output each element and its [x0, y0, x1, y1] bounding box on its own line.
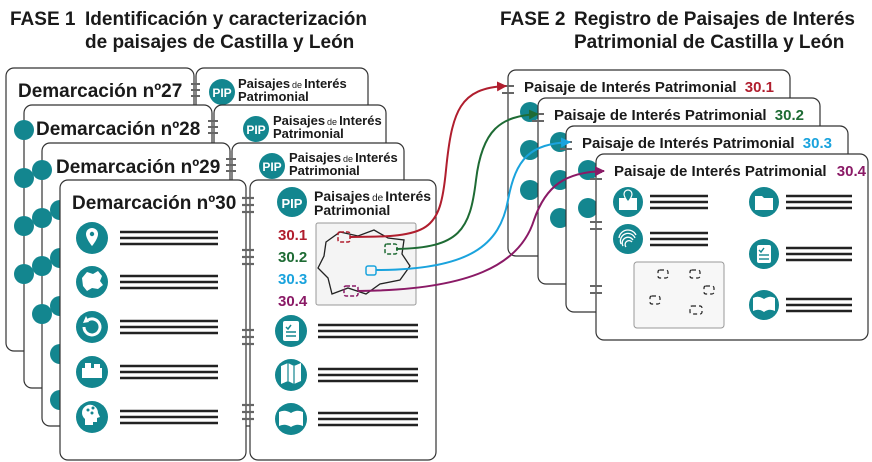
- demarcation-title: Demarcación nº30: [72, 193, 236, 214]
- head-network-icon: [76, 401, 108, 433]
- pip-badge: PIP: [212, 86, 231, 100]
- svg-text:Paisaje de Interés Patrimonial: Paisaje de Interés Patrimonial 30.1: [524, 79, 774, 96]
- svg-text:Patrimonial: Patrimonial: [289, 163, 360, 178]
- svg-text:Paisaje de Interés Patrimonial: Paisaje de Interés Patrimonial 30.2: [554, 107, 804, 124]
- svg-text:PIP: PIP: [262, 160, 281, 174]
- location-pin-icon: [76, 222, 108, 254]
- phase1-title-line1: Identificación y caracterización: [85, 9, 367, 30]
- registry-id: 30.1: [745, 79, 774, 96]
- pip-badge: PIP: [282, 196, 303, 211]
- phase2-heading: FASE 2 Registro de Paisajes de Interés P…: [500, 9, 855, 53]
- map-pin-icon: [613, 187, 643, 217]
- demarcation-map: [315, 222, 417, 306]
- registry-title: Paisaje de Interés Patrimonial: [524, 79, 737, 96]
- fingerprint-icon: [613, 224, 643, 254]
- phase2-label: FASE 2: [500, 9, 565, 30]
- registry-id: 30.2: [775, 107, 804, 124]
- folder-icon: [749, 187, 779, 217]
- phase1-title-line2: de paisajes de Castilla y León: [85, 32, 354, 53]
- text-lines: [120, 230, 218, 425]
- svg-text:Patrimonial: Patrimonial: [314, 202, 390, 218]
- connection-arrows: [349, 81, 605, 292]
- spiral-binding: [191, 83, 200, 97]
- circular-arrow-icon: [76, 311, 108, 343]
- spiral-binding: [208, 120, 218, 134]
- open-book-icon: [749, 290, 779, 320]
- svg-text:Paisaje de Interés Patrimonial: Paisaje de Interés Patrimonial 30.3: [582, 135, 832, 152]
- registry-id: 30.3: [803, 135, 832, 152]
- checklist-icon: [275, 315, 307, 347]
- registry-title: Paisaje de Interés Patrimonial: [582, 135, 795, 152]
- phase2-title-line2: Patrimonial de Castilla y León: [574, 32, 844, 53]
- phase1-label: FASE 1: [10, 9, 76, 30]
- demarcation-card-30: Demarcación nº30: [59, 179, 437, 461]
- territory-map-icon: [76, 266, 108, 298]
- landscape-id-30-4: 30.4: [278, 293, 308, 310]
- svg-text:Patrimonial: Patrimonial: [238, 89, 309, 104]
- phase2-title-line1: Registro de Paisajes de Interés: [574, 9, 855, 30]
- landscape-id-30-3: 30.3: [278, 271, 307, 288]
- registry-card-30-4: Paisaje de Interés Patrimonial 30.4: [590, 153, 869, 341]
- landscape-id-30-2: 30.2: [278, 249, 307, 266]
- svg-text:Paisaje de Interés Patrimonial: Paisaje de Interés Patrimonial 30.4: [614, 163, 867, 180]
- landscape-id-30-1: 30.1: [278, 227, 307, 244]
- registry-id: 30.4: [837, 163, 867, 180]
- building-icon: [76, 356, 108, 388]
- text-lines: [650, 194, 852, 313]
- arrow-30-4: [357, 166, 605, 292]
- landscape-detail-map: [633, 261, 725, 329]
- arrow-30-1: [349, 81, 507, 238]
- svg-text:Patrimonial: Patrimonial: [273, 126, 344, 141]
- folded-map-icon: [275, 359, 307, 391]
- arrow-30-2: [395, 109, 539, 250]
- open-book-icon: [275, 403, 307, 435]
- spiral-binding: [226, 158, 236, 172]
- registry-title: Paisaje de Interés Patrimonial: [614, 163, 827, 180]
- phase1-heading: FASE 1 Identificación y caracterización …: [10, 9, 367, 53]
- demarcation-title: Demarcación nº28: [36, 119, 200, 140]
- checklist-icon: [749, 239, 779, 269]
- demarcation-title: Demarcación nº29: [56, 157, 220, 178]
- text-lines: [318, 323, 418, 427]
- arrow-30-3: [375, 137, 571, 271]
- spiral-binding: [242, 196, 254, 421]
- svg-text:PIP: PIP: [246, 123, 265, 137]
- registry-title: Paisaje de Interés Patrimonial: [554, 107, 767, 124]
- demarcation-title: Demarcación nº27: [18, 81, 182, 102]
